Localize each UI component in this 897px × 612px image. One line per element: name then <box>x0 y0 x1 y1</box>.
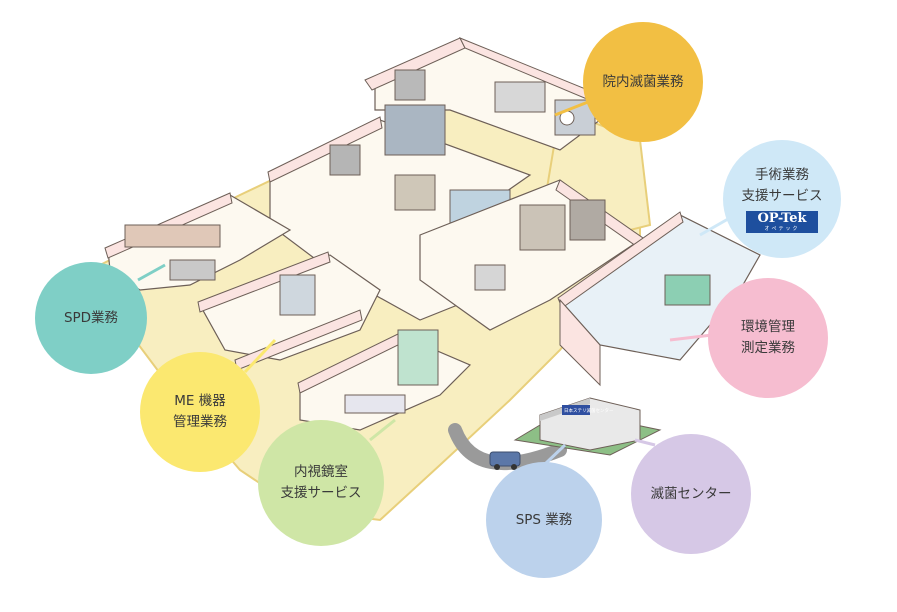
bubble-label: 手術業務 <box>755 167 809 184</box>
service-bubble-incho-sterilization[interactable]: 院内滅菌業務 <box>583 22 703 142</box>
logo-text: OP-Tek <box>757 210 807 226</box>
service-bubble-me-equipment[interactable]: ME 機器 管理業務 <box>140 352 260 472</box>
service-bubble-sps[interactable]: SPS 業務 <box>486 462 602 578</box>
room-me-equipment <box>197 251 381 371</box>
logo-subtext: オペテック <box>764 225 800 232</box>
bubble-label: 滅菌センター <box>650 485 732 502</box>
sterilization-center-building: 日本ステリ滅菌センター <box>513 397 662 456</box>
bubble-label: 内視鏡室 <box>294 464 348 481</box>
bubble-label-line2: 支援サービス <box>280 485 362 501</box>
bubble-label-line2: 測定業務 <box>741 340 795 356</box>
bubble-label: 環境管理 <box>741 319 795 336</box>
room-spd <box>104 192 292 291</box>
bubble-label: SPD業務 <box>63 309 119 326</box>
service-bubble-sterilization-center[interactable]: 滅菌センター <box>631 434 751 554</box>
room-endoscopy <box>297 329 472 431</box>
bubble-label: ME 機器 <box>174 393 226 410</box>
service-bubble-environment[interactable]: 環境管理 測定業務 <box>708 278 828 398</box>
bubble-label-line2: 管理業務 <box>173 414 227 430</box>
bubble-label-line2: 支援サービス <box>741 188 823 204</box>
service-bubble-endoscopy[interactable]: 内視鏡室 支援サービス <box>258 420 384 546</box>
bubble-label: 院内滅菌業務 <box>602 73 684 90</box>
service-bubble-spd[interactable]: SPD業務 <box>35 262 147 374</box>
delivery-van <box>489 451 521 470</box>
op-tek-logo: OP-Tek オペテック <box>746 210 818 233</box>
building-sign: 日本ステリ滅菌センター <box>564 407 614 414</box>
bubble-label: SPS 業務 <box>515 511 573 528</box>
room-central-sterilization <box>364 37 626 151</box>
connector-lines <box>137 100 736 466</box>
service-bubble-surgery-support[interactable]: 手術業務 支援サービス OP-Tek オペテック <box>723 140 841 258</box>
